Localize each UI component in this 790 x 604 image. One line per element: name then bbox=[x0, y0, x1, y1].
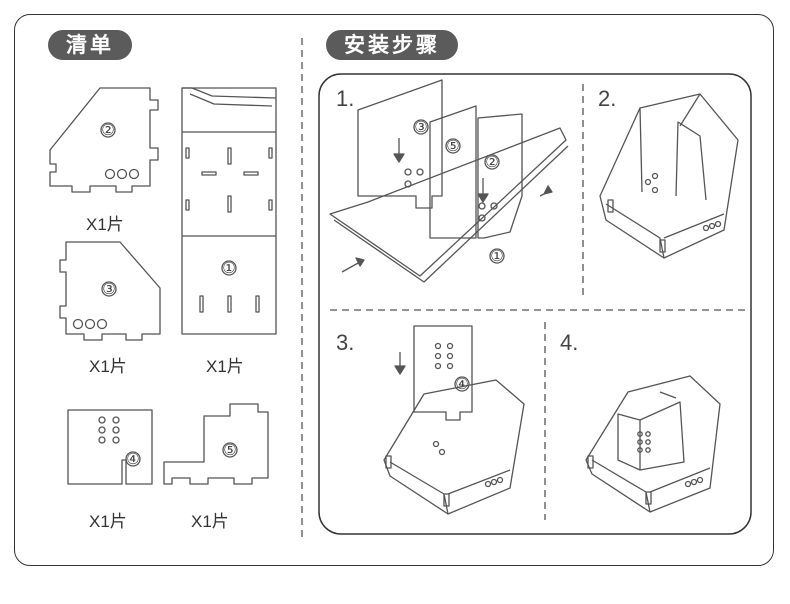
steps-panel bbox=[318, 73, 752, 535]
part-2-qty: X1片 bbox=[86, 215, 124, 234]
part-1-qty: X1片 bbox=[206, 357, 244, 376]
step-1-marker-5: ⑤ bbox=[446, 137, 459, 155]
part-4-number: ④ bbox=[126, 450, 139, 468]
step-1-marker-3: ③ bbox=[414, 118, 427, 136]
part-2-board bbox=[49, 87, 159, 193]
step-1-illustration bbox=[329, 79, 569, 283]
part-1-number: ① bbox=[222, 259, 235, 277]
part-3-number: ③ bbox=[102, 280, 115, 298]
step-3-marker-4: ④ bbox=[455, 375, 468, 393]
step-1-arrows bbox=[341, 138, 553, 273]
step-4-label: 4. bbox=[560, 330, 579, 355]
step-3-label: 3. bbox=[336, 330, 355, 355]
part-4-qty: X1片 bbox=[89, 512, 127, 531]
parts-list-title: 清单 bbox=[48, 30, 132, 60]
part-4-board bbox=[67, 409, 153, 485]
part-2-number: ② bbox=[101, 121, 114, 139]
step-3-illustration bbox=[383, 325, 525, 515]
outer-frame bbox=[14, 14, 774, 566]
part-5-qty: X1片 bbox=[191, 512, 229, 531]
step-1-marker-1: ① bbox=[490, 247, 503, 265]
part-3-qty: X1片 bbox=[89, 357, 127, 376]
step-4-illustration bbox=[585, 375, 721, 513]
step-1-marker-2: ② bbox=[485, 153, 498, 171]
step-2-illustration bbox=[599, 93, 739, 259]
step-3-arrow bbox=[394, 352, 406, 375]
step-1-label: 1. bbox=[336, 86, 355, 111]
part-5-number: ⑤ bbox=[223, 441, 236, 459]
part-5-board bbox=[163, 403, 269, 485]
part-3-board bbox=[59, 241, 161, 341]
assembly-steps-title: 安装步骤 bbox=[326, 30, 458, 60]
step-2-label: 2. bbox=[598, 86, 617, 111]
part-1-board bbox=[181, 87, 277, 335]
